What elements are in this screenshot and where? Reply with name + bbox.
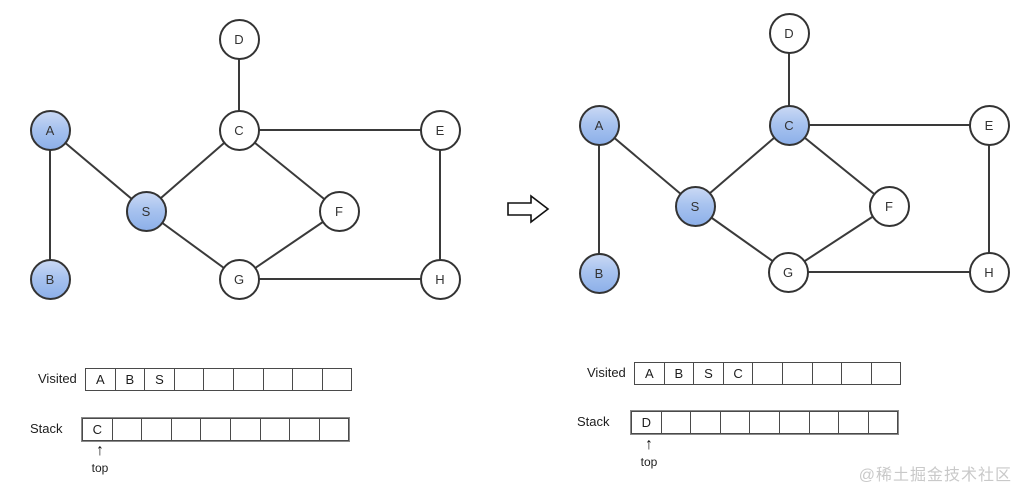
array-cell (292, 368, 323, 391)
stack-label: Stack (30, 421, 63, 436)
array-cell (781, 362, 813, 385)
array-cell (660, 411, 692, 434)
array-cell: C (82, 418, 113, 441)
array-cell (841, 362, 872, 385)
array-cell (321, 368, 353, 391)
graph-node-H: H (968, 251, 1010, 293)
array-cell (811, 362, 843, 385)
array-cell (229, 418, 261, 441)
array-cell: A (634, 362, 665, 385)
top-label: top (640, 455, 658, 469)
stack-array: C (80, 417, 351, 442)
graph-node-S: S (125, 190, 167, 232)
array-cell (232, 368, 264, 391)
top-label: top (91, 461, 109, 475)
graph-node-C: C (218, 109, 260, 151)
graph-node-H: H (419, 258, 461, 300)
stack-top-pointer: ↑ top (83, 442, 117, 476)
graph-node-F: F (318, 190, 360, 232)
graph-node-F: F (868, 185, 910, 227)
visited-label: Visited (38, 371, 77, 386)
up-arrow-icon: ↑ (645, 436, 653, 453)
stack-label: Stack (577, 414, 610, 429)
array-cell (170, 418, 202, 441)
array-cell: A (85, 368, 116, 391)
array-cell (173, 368, 205, 391)
array-cell (259, 418, 291, 441)
graph-node-C: C (768, 104, 810, 146)
array-cell (867, 411, 899, 434)
array-cell (289, 418, 320, 441)
array-cell: S (693, 362, 724, 385)
graph-node-S: S (674, 185, 716, 227)
stack-array: D (629, 410, 900, 435)
graph-node-E: E (419, 109, 461, 151)
visited-label: Visited (587, 365, 626, 380)
graph-node-D: D (768, 12, 810, 54)
array-cell (141, 418, 172, 441)
stack-top-pointer: ↑ top (632, 436, 666, 470)
array-cell (870, 362, 902, 385)
array-cell (749, 411, 780, 434)
graph-node-E: E (968, 104, 1010, 146)
graph-node-D: D (218, 18, 260, 60)
array-cell (719, 411, 751, 434)
graph-node-B: B (29, 258, 71, 300)
watermark: @稀土掘金技术社区 (858, 467, 1012, 484)
graph-node-A: A (578, 104, 620, 146)
graph-node-B: B (578, 252, 620, 294)
array-cell: B (114, 368, 146, 391)
array-cell (203, 368, 234, 391)
array-cell (838, 411, 869, 434)
array-cell (690, 411, 721, 434)
array-cell: C (722, 362, 754, 385)
array-cell: B (663, 362, 695, 385)
array-cell (778, 411, 810, 434)
array-cell: S (144, 368, 175, 391)
array-cell (752, 362, 783, 385)
graph-node-A: A (29, 109, 71, 151)
array-cell (200, 418, 231, 441)
array-cell (111, 418, 143, 441)
graph-node-G: G (218, 258, 260, 300)
up-arrow-icon: ↑ (96, 442, 104, 459)
array-cell: D (631, 411, 662, 434)
graph-node-G: G (767, 251, 809, 293)
array-cell (262, 368, 294, 391)
graph-edge-C-F (788, 124, 890, 207)
graph-edge-C-F (238, 129, 340, 212)
array-cell (808, 411, 840, 434)
array-cell (318, 418, 350, 441)
